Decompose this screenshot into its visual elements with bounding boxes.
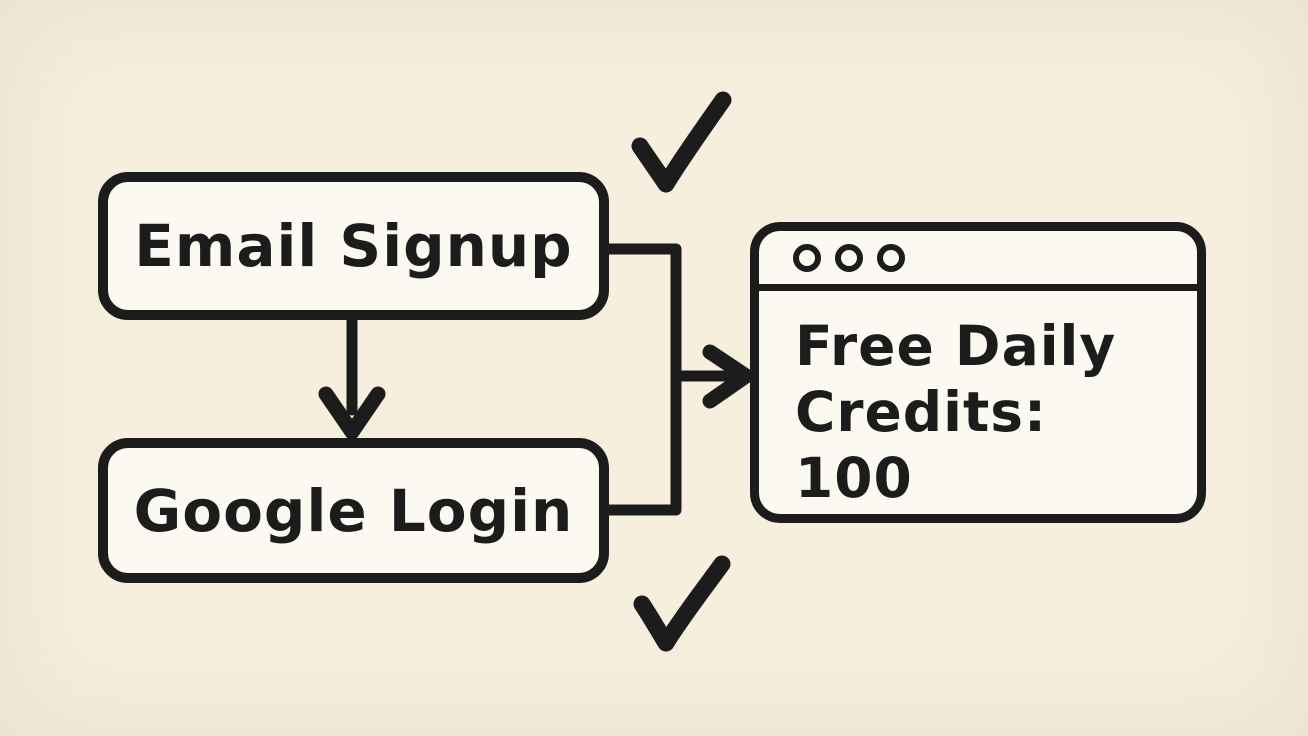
browser-window: Free Daily Credits: 100 xyxy=(750,222,1206,523)
browser-body-line2: Credits: 100 xyxy=(795,380,1048,510)
window-dot-icon xyxy=(877,243,905,272)
node-google-login: Google Login xyxy=(98,438,609,583)
window-dot-icon xyxy=(835,243,863,272)
browser-body-line1: Free Daily xyxy=(795,314,1117,378)
browser-body: Free Daily Credits: 100 xyxy=(759,291,1197,511)
checkmark-top-icon xyxy=(631,91,732,193)
window-dot-icon xyxy=(793,243,821,272)
node-google-login-label: Google Login xyxy=(133,476,574,545)
browser-titlebar xyxy=(759,231,1197,291)
node-email-signup: Email Signup xyxy=(98,172,609,320)
arrow-right-icon xyxy=(702,344,754,409)
node-email-signup-label: Email Signup xyxy=(134,212,573,280)
checkmark-bottom-icon xyxy=(633,555,731,652)
connector-merge-line xyxy=(600,243,682,516)
arrow-down-icon xyxy=(318,386,386,440)
